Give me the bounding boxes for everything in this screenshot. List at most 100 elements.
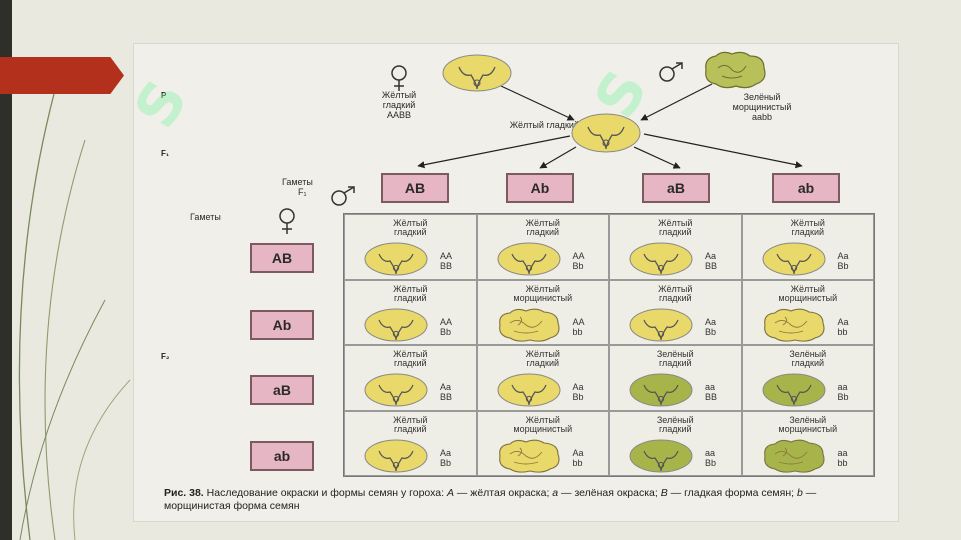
male-gametes-line2: F₁ [298,187,307,197]
female-gametes-label: Гаметы [190,212,221,222]
female-parent-line2: гладкий [382,100,416,110]
male-gametes-line1: Гаметы [282,177,313,187]
pea-seed [363,438,429,479]
cell-phenotype-color: Жёлтый [658,218,693,228]
smooth-seed-shape [364,242,428,276]
caption-part3: — зелёная окраска; [558,487,661,499]
cell-genotype-color-allele: AA [572,251,585,261]
pea-seed [496,372,562,413]
accent-arrow-tab [0,57,124,94]
cell-phenotype-color: Жёлтый [525,414,560,425]
cell-phenotype-shape: гладкий [791,358,825,368]
male-symbol-icon [656,62,686,89]
cell-genotype-color-allele: Aa [705,316,717,327]
pea-seed [363,307,429,348]
female-parent-label: Жёлтый гладкий AABB [362,90,436,120]
male-parent-line2: морщинистый [732,102,792,112]
caption-fig-number: Рис. 38. [164,487,204,499]
cell-phenotype-color: Жёлтый [525,218,560,228]
male-gamete-ab-3: aB [642,173,710,203]
female-gametes-symbol-icon [277,207,297,240]
cell-phenotype-shape: морщинистый [778,292,838,303]
label-f2: F₂ [161,352,170,361]
caption-part1: Наследование окраски и формы семян у гор… [203,487,447,499]
cell-genotype-color-allele: aa [837,447,848,458]
cell-phenotype-color: Зелёный [789,349,827,359]
male-parent-line1: Зелёный [743,92,781,102]
cell-phenotype-color: Зелёный [656,414,694,425]
cell-genotype-color-allele: AA [572,316,585,327]
pea-seed [628,372,694,413]
cell-genotype-shape-allele: Bb [440,457,452,468]
arrow-f1-ab3 [633,146,681,169]
arrow-f1-ab4 [643,133,803,169]
male-parent-seed [702,50,768,95]
female-gamete-ab-1: AB [250,243,314,273]
male-gamete-ab-1: AB [381,173,449,203]
smooth-seed-shape [364,373,428,407]
cell-genotype-shape-allele: Bb [837,261,849,271]
pea-seed [628,307,694,348]
pea-seed [628,438,694,479]
cell-genotype-shape-allele: Bb [440,326,452,337]
cell-phenotype-color: Жёлтый [658,283,693,294]
pea-seed [496,307,562,348]
left-dark-band [0,0,12,540]
cell-phenotype-shape: гладкий [393,358,427,368]
male-gamete-ab-2: Ab [506,173,574,203]
caption-allele-A: А [446,487,454,499]
smooth-seed-shape [762,242,825,276]
cell-genotype-shape-allele: BB [440,392,453,402]
cell-genotype-shape-allele: bb [837,326,848,337]
cell-phenotype-shape: гладкий [393,423,427,434]
male-parent-label: Зелёный морщинистый aabb [707,92,817,122]
cell-genotype-shape-allele: BB [705,392,718,402]
arrow-p-male [640,83,713,121]
pea-seed [496,438,562,479]
male-gametes-symbol-icon [328,186,358,213]
cell-genotype-color-allele: Aa [440,382,452,392]
cell-genotype-color-allele: aa [705,447,716,458]
pea-seed [496,241,562,282]
f1-seed [570,112,642,159]
cell-phenotype-shape: гладкий [658,423,692,434]
smooth-seed-shape [364,308,428,341]
cell-genotype-shape-allele: Bb [572,261,584,271]
female-gamete-ab-2: Ab [250,310,314,340]
f1-label: Жёлтый гладкий [509,120,579,130]
cell-phenotype-shape: морщинистый [778,423,838,434]
pea-seed [363,372,429,413]
arrow-f1-ab2 [539,146,577,169]
cell-phenotype-shape: гладкий [526,227,560,237]
caption-allele-a: а [552,487,559,499]
label-f1: F₁ [161,149,170,158]
wrinkled-seed-shape [498,439,560,473]
cell-phenotype-shape: гладкий [791,227,825,237]
cell-phenotype-color: Зелёный [656,349,694,359]
decorative-lines [18,89,131,540]
cell-genotype-shape-allele: BB [440,261,453,271]
cell-genotype-shape-allele: bb [837,457,848,468]
cell-phenotype-shape: гладкий [393,227,427,237]
cell-phenotype-shape: морщинистый [513,423,573,434]
